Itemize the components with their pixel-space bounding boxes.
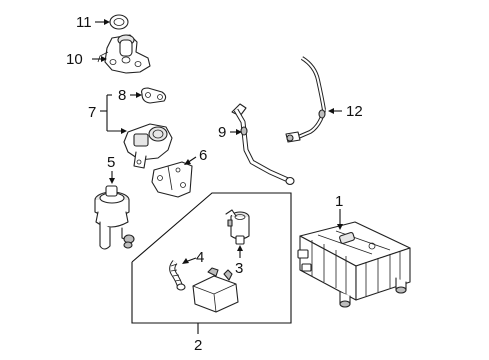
leader-11 [95, 19, 110, 25]
leader-4 [182, 257, 197, 264]
leader-8 [130, 92, 142, 98]
callout-4: 4 [196, 249, 204, 266]
callout-2: 2 [194, 337, 202, 354]
leader-9 [230, 129, 242, 135]
part-12-hose [285, 56, 326, 143]
part-1-canister [297, 221, 411, 308]
callout-8: 8 [118, 87, 126, 104]
part-4-hose [169, 260, 186, 291]
leader-3 [237, 245, 243, 258]
callout-11: 11 [76, 14, 92, 31]
callout-6: 6 [199, 147, 207, 164]
part-3-sensor [225, 209, 250, 245]
callout-3: 3 [235, 260, 243, 277]
part-9-pipe [231, 103, 295, 186]
leader-1 [337, 209, 343, 230]
part-7-pump-assembly [123, 123, 173, 169]
leader-10 [92, 56, 107, 62]
leader-7 [100, 94, 127, 134]
callout-5: 5 [107, 154, 115, 171]
callout-10: 10 [66, 51, 83, 68]
callout-9: 9 [218, 124, 226, 141]
leader-12 [328, 108, 342, 114]
part-2-cover [192, 267, 239, 313]
leader-5 [109, 171, 115, 184]
callout-12: 12 [346, 103, 363, 120]
callout-1: 1 [335, 193, 343, 210]
kit-outline-2 [131, 192, 292, 324]
leader-6 [184, 156, 197, 165]
callout-7: 7 [88, 104, 96, 121]
part-5-valve [94, 185, 135, 250]
part-6-bracket [151, 161, 193, 198]
part-11-o-ring [109, 14, 129, 30]
part-8-gasket [141, 87, 167, 104]
part-10-valve-body [97, 34, 151, 74]
